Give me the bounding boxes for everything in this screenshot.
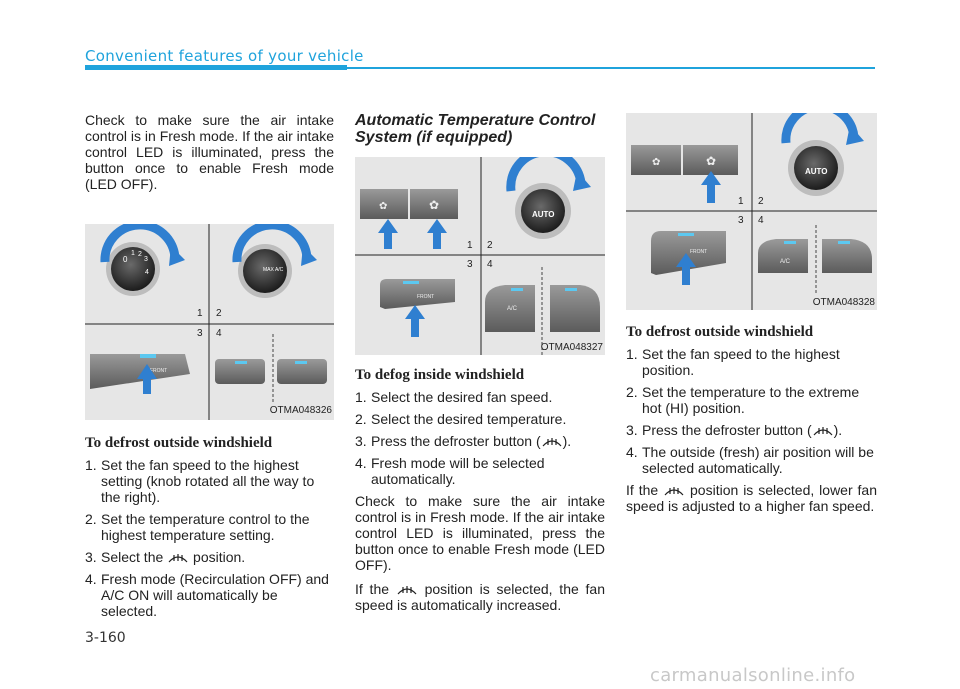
list-item: 1.Set the fan speed to the highest setti… [85, 457, 315, 505]
section-heading: Automatic Temperature Control System (if… [355, 112, 596, 146]
rotate-arrow-icon [232, 220, 312, 263]
list-item: 4.Fresh mode (Recirculation OFF) and A/C… [85, 571, 329, 619]
front-defroster-icon [168, 554, 188, 563]
dial-3: 3 [144, 256, 148, 263]
recirculation-button [550, 285, 600, 332]
rotate-arrow-icon [100, 220, 180, 263]
fan-up-button [410, 189, 458, 219]
svg-text:FRONT: FRONT [690, 249, 707, 255]
right-column-steps: To defrost outside windshield 1.Set the … [626, 312, 877, 522]
fan-icon: ✿ [379, 201, 387, 212]
svg-text:4: 4 [487, 259, 493, 270]
svg-text:FRONT: FRONT [150, 368, 167, 374]
front-defroster-button [90, 354, 190, 389]
middle-column-steps: To defog inside windshield 1.Select the … [355, 355, 605, 621]
dial-1: 1 [131, 250, 135, 257]
recirculation-button [822, 239, 872, 273]
recirculation-button [277, 359, 327, 384]
page-number: 3-160 [85, 630, 126, 646]
section-title: Convenient features of your vehicle [85, 47, 364, 65]
list-item: 2.Set the temperature control to the hig… [85, 511, 310, 543]
watermark: carmanualsonline.info [650, 665, 856, 686]
middle-steps: 1.Select the desired fan speed. 2.Select… [355, 389, 605, 487]
front-defroster-icon [542, 438, 562, 447]
svg-text:2: 2 [216, 308, 222, 319]
right-paragraph: If the position is selected, lower fan s… [626, 482, 878, 514]
front-defroster-icon [664, 487, 684, 496]
svg-text:3: 3 [467, 259, 473, 270]
middle-paragraph-2: If the position is selected, the fan spe… [355, 581, 605, 613]
svg-text:1: 1 [467, 240, 473, 251]
left-column-steps: To defrost outside windshield 1.Set the … [85, 423, 334, 625]
right-steps: 1.Set the fan speed to the highest posit… [626, 346, 877, 476]
list-item: 4.Fresh mode will be selected automatica… [355, 455, 545, 487]
dial-2: 2 [138, 251, 142, 258]
dial-0: 0 [123, 255, 128, 264]
ac-button [485, 285, 535, 332]
front-defroster-button [380, 279, 455, 309]
list-item: 4.The outside (fresh) air position will … [626, 444, 874, 476]
svg-text:FRONT: FRONT [417, 294, 434, 300]
left-heading: To defrost outside windshield [85, 435, 273, 451]
blue-arrow-icon [405, 305, 425, 337]
list-item: 1.Set the fan speed to the highest posit… [626, 346, 840, 378]
figure-code: OTMA048328 [812, 297, 875, 308]
svg-text:AUTO: AUTO [805, 167, 828, 176]
middle-heading: To defog inside windshield [355, 367, 525, 383]
list-item: 2.Set the temperature to the extreme hot… [626, 384, 860, 416]
ac-button [758, 239, 808, 273]
svg-text:AUTO: AUTO [532, 210, 555, 219]
svg-text:2: 2 [758, 196, 764, 207]
list-item: 2.Select the desired temperature. [355, 411, 567, 427]
rotate-arrow-icon [781, 101, 859, 144]
blue-arrow-icon [676, 253, 696, 285]
figure-code: OTMA048326 [269, 405, 332, 416]
figure-code: OTMA048327 [540, 342, 603, 353]
list-item: 1.Select the desired fan speed. [355, 389, 553, 405]
fan-icon: ✿ [652, 157, 660, 168]
blue-arrow-icon [378, 219, 398, 249]
fan-up-button [683, 145, 738, 175]
right-figure: ✿ ✿ AUTO 1 2 3 4 FRONT A/C OTMA048328 [626, 101, 877, 310]
list-item: 3.Select the position. [85, 549, 246, 565]
middle-figure-illustration: ✿ ✿ AUTO 1 2 3 4 FRONT A/C [355, 147, 605, 355]
middle-column-top: Automatic Temperature Control System (if… [355, 112, 605, 156]
right-figure-illustration: ✿ ✿ AUTO 1 2 3 4 FRONT A/C [626, 101, 877, 310]
dial-4: 4 [145, 269, 149, 276]
right-heading: To defrost outside windshield [626, 324, 814, 340]
middle-figure: ✿ ✿ AUTO 1 2 3 4 FRONT A/C OTMA048327 [355, 147, 605, 355]
list-item: 3.Press the defroster button (). [626, 422, 843, 438]
fan-down-button [631, 145, 681, 175]
left-steps: 1.Set the fan speed to the highest setti… [85, 457, 334, 619]
fan-icon: ✿ [429, 198, 439, 212]
fan-down-button [360, 189, 408, 219]
left-figure: 0 1 2 3 4 MAX A/C 1 2 3 4 FRONT OTMA0483… [85, 220, 334, 420]
svg-text:1: 1 [738, 196, 744, 207]
header-rule [85, 67, 875, 69]
blue-arrow-icon [427, 219, 447, 249]
left-column: Check to make sure the air intake contro… [85, 112, 334, 200]
svg-text:4: 4 [758, 215, 764, 226]
blue-arrow-icon [137, 364, 157, 394]
blue-arrow-icon [701, 171, 721, 203]
svg-text:A/C: A/C [780, 259, 791, 265]
ac-button [215, 359, 265, 384]
front-defroster-icon [813, 427, 833, 436]
svg-text:A/C: A/C [507, 306, 518, 312]
fan-icon: ✿ [706, 154, 716, 168]
middle-paragraph-1: Check to make sure the air intake contro… [355, 493, 605, 573]
max-ac-label: MAX A/C [263, 267, 284, 273]
svg-text:4: 4 [216, 328, 222, 339]
left-figure-illustration: 0 1 2 3 4 MAX A/C 1 2 3 4 FRONT [85, 220, 334, 420]
svg-text:3: 3 [738, 215, 744, 226]
left-intro-paragraph: Check to make sure the air intake contro… [85, 112, 334, 192]
svg-text:3: 3 [197, 328, 203, 339]
list-item: 3.Press the defroster button (). [355, 433, 572, 449]
front-defroster-button [651, 231, 726, 275]
svg-text:1: 1 [197, 308, 203, 319]
svg-text:2: 2 [487, 240, 493, 251]
front-defroster-icon [397, 586, 417, 595]
